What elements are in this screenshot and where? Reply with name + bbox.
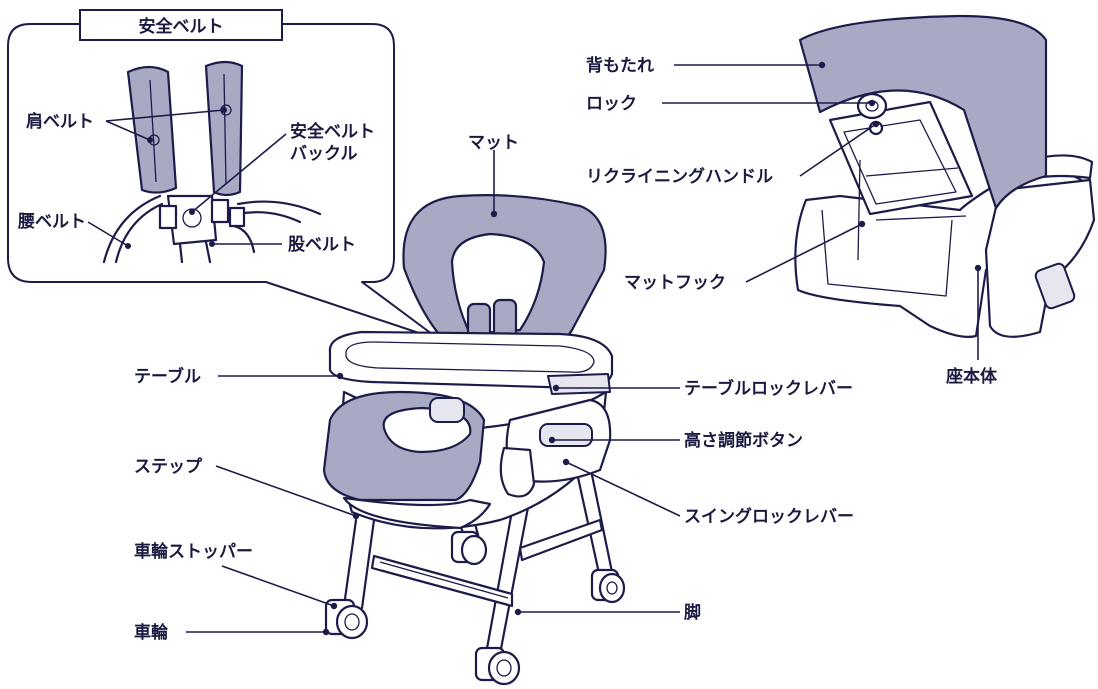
label-wheel-stopper: 車輪ストッパー (134, 541, 253, 562)
label-leg: 脚 (684, 602, 701, 623)
label-recline-handle: リクライニングハンドル (586, 166, 773, 187)
shoulder-pad-left (126, 65, 178, 194)
label-seat-body: 座本体 (946, 366, 998, 387)
label-waist-belt: 腰ベルト (18, 212, 86, 232)
label-table-lock-lever: テーブルロックレバー (684, 378, 853, 399)
label-step: ステップ (134, 456, 203, 477)
label-buckle-line2: バックル (290, 144, 358, 164)
label-mat-hook: マットフック (624, 273, 726, 293)
shoulder-pad-right (204, 60, 244, 197)
height-adjust-button (539, 423, 593, 447)
label-lock: ロック (586, 94, 637, 114)
label-wheel: 車輪 (134, 622, 169, 643)
label-buckle-line1: 安全ベルト (290, 121, 375, 142)
seat-rear-view: 背もたれ ロック リクライニングハンドル マットフック 座本体 (586, 14, 1096, 387)
label-shoulder-belt: 肩ベルト (26, 111, 94, 132)
wheel-rear-right (590, 568, 626, 604)
label-crotch-belt: 股ベルト (288, 235, 356, 255)
wheel-front-right (474, 646, 521, 686)
label-mat: マット (468, 133, 519, 153)
wheel-front-left (324, 598, 369, 640)
step (342, 496, 492, 530)
label-swing-lock-lever: スイングロックレバー (684, 506, 854, 527)
inset-title: 安全ベルト (139, 16, 224, 37)
backrest-canopy (798, 14, 1048, 210)
high-chair-front-view: マット テーブル テーブルロックレバー 高さ調節ボタン ステップ スイングロック… (134, 133, 854, 686)
inset-title-box (79, 9, 283, 41)
label-table: テーブル (134, 366, 201, 387)
safety-belt-inset: 安全ベルト 肩ベルト 安全ベルト バックル (7, 9, 441, 341)
label-height-adjust-button: 高さ調節ボタン (684, 430, 803, 451)
wheel-rear-left (450, 530, 488, 566)
label-backrest: 背もたれ (586, 55, 654, 76)
